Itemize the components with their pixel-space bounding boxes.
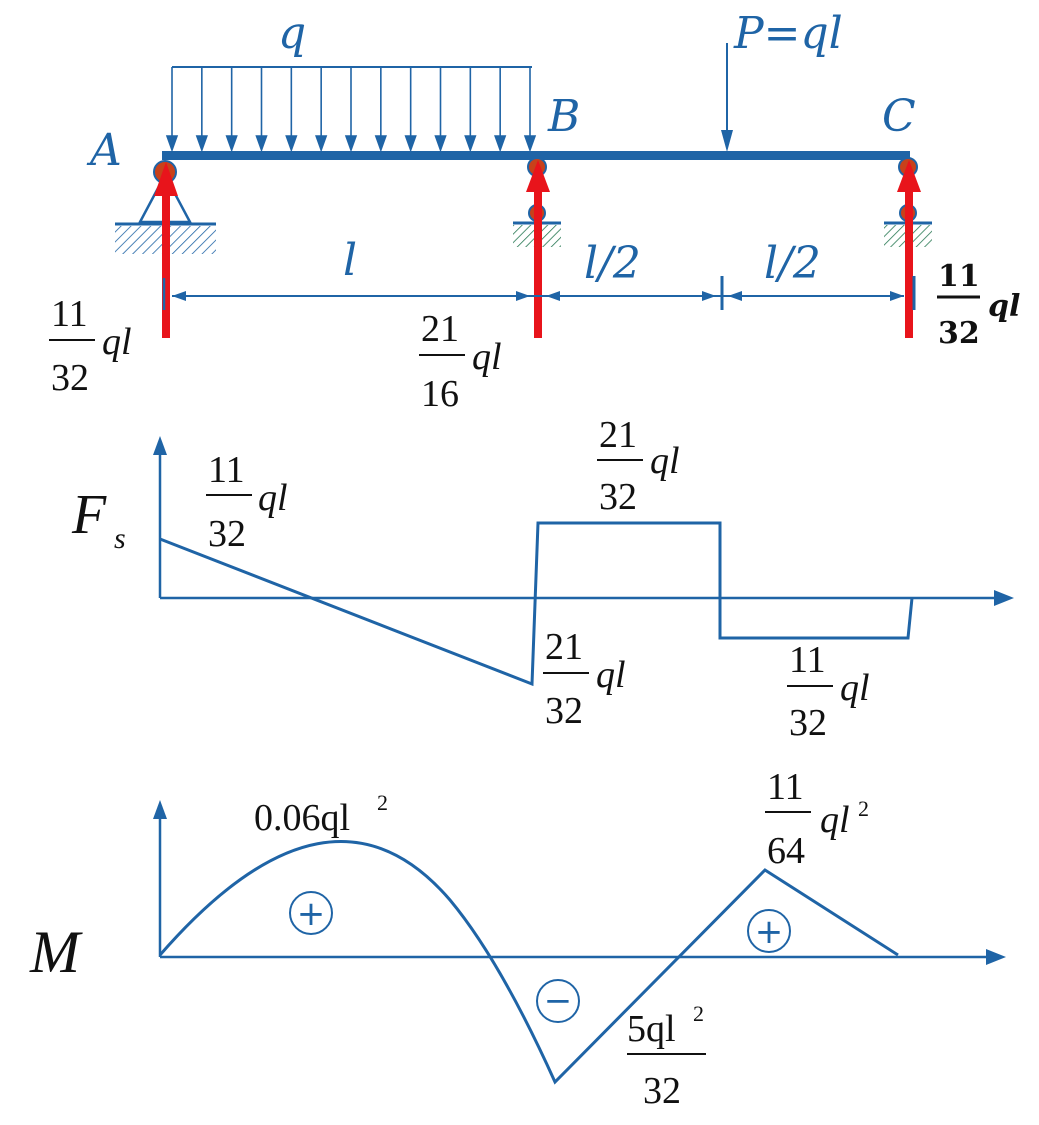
svg-text:32: 32: [545, 690, 583, 732]
moment-curve: [158, 840, 899, 1085]
load-P-label: P=ql: [733, 8, 843, 59]
svg-text:21: 21: [599, 414, 637, 456]
svg-text:ql: ql: [102, 321, 132, 363]
svg-text:ql: ql: [650, 440, 680, 482]
load-arrow-head: [434, 135, 447, 153]
moment-axes: [153, 800, 1006, 965]
distributed-load: [165, 66, 537, 153]
sign-negative-icon: −: [536, 979, 580, 1023]
svg-text:21: 21: [421, 308, 459, 350]
svg-text:ql: ql: [820, 799, 850, 841]
moment-axis-label: M: [29, 919, 83, 985]
load-arrow-head: [165, 135, 179, 153]
load-arrow-head: [225, 135, 238, 153]
svg-text:32: 32: [208, 513, 246, 555]
shear-label-C: 11 32 ql: [787, 639, 870, 744]
shear-axis-subscript: s: [114, 522, 126, 555]
dimension-line: [162, 276, 916, 310]
svg-text:32: 32: [789, 702, 827, 744]
load-arrow-head: [404, 135, 417, 153]
dim-label-BP: l/2: [584, 238, 641, 289]
shear-label-B-right: 21 32 ql: [597, 414, 680, 518]
beam-member: [162, 151, 910, 160]
load-arrow-head: [315, 135, 328, 153]
svg-text:−: −: [544, 981, 573, 1021]
svg-text:11: 11: [767, 766, 804, 808]
moment-label-peak: 11 64 ql 2: [765, 766, 869, 872]
svg-text:ql: ql: [988, 289, 1020, 324]
reaction-label-C: 11 32 ql: [937, 259, 1020, 351]
svg-text:32: 32: [51, 357, 89, 399]
moment-label-min: 5ql 2 32: [627, 1001, 706, 1112]
shear-axes: [153, 436, 1014, 606]
shear-axis-label: F: [71, 484, 107, 546]
svg-text:ql: ql: [840, 667, 870, 709]
sign-positive-1-icon: +: [289, 891, 333, 935]
point-label-C: C: [882, 91, 916, 142]
load-arrow-head: [195, 135, 208, 153]
load-arrow-head: [344, 135, 358, 153]
svg-text:+: +: [297, 894, 326, 934]
load-arrow-head: [523, 135, 537, 153]
moment-label-max-span: 0.06ql 2: [254, 790, 388, 839]
svg-text:2: 2: [693, 1001, 704, 1026]
svg-text:16: 16: [421, 373, 459, 415]
dim-label-AB: l: [343, 235, 357, 286]
svg-text:0.06ql: 0.06ql: [254, 797, 350, 839]
svg-text:11: 11: [789, 639, 826, 681]
svg-text:ql: ql: [258, 477, 288, 519]
svg-text:64: 64: [767, 830, 805, 872]
svg-text:11: 11: [938, 259, 980, 294]
load-q-label: q: [278, 8, 306, 59]
reaction-arrow-B: [526, 160, 550, 338]
load-arrow-head: [464, 135, 477, 153]
point-load: [721, 43, 733, 152]
reaction-label-B: 21 16 ql: [419, 308, 502, 415]
load-arrow-head: [494, 135, 507, 153]
load-arrow-head: [374, 135, 387, 153]
svg-text:11: 11: [51, 293, 88, 335]
reaction-label-A: 11 32 ql: [49, 293, 132, 399]
shear-label-A: 11 32 ql: [206, 449, 288, 555]
dim-label-PC: l/2: [764, 238, 821, 289]
reaction-arrow-A: [154, 162, 178, 338]
point-label-A: A: [86, 125, 122, 176]
load-arrow-head: [255, 135, 268, 153]
load-arrow-head: [285, 135, 298, 153]
sign-positive-2-icon: +: [747, 909, 791, 953]
shear-label-B-left: 21 32 ql: [543, 626, 626, 732]
svg-text:21: 21: [545, 626, 583, 668]
svg-text:+: +: [755, 912, 784, 952]
svg-text:5ql: 5ql: [627, 1008, 676, 1050]
reaction-arrow-C: [897, 160, 921, 338]
svg-text:ql: ql: [472, 336, 502, 378]
point-label-B: B: [547, 91, 580, 142]
svg-text:32: 32: [599, 476, 637, 518]
svg-text:11: 11: [208, 449, 245, 491]
svg-text:2: 2: [377, 790, 388, 815]
shear-curve: [159, 521, 914, 687]
svg-text:32: 32: [938, 316, 980, 351]
svg-text:32: 32: [643, 1070, 681, 1112]
svg-text:ql: ql: [596, 654, 626, 696]
svg-text:2: 2: [858, 796, 869, 821]
